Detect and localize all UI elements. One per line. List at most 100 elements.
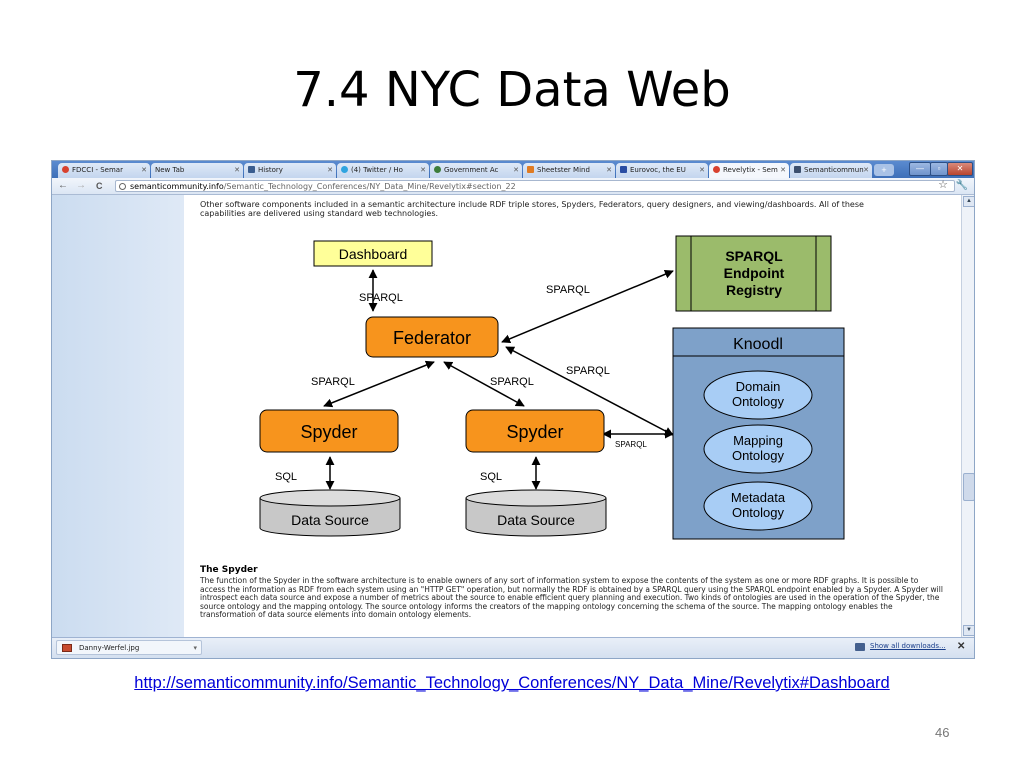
federator-registry-connector [501,269,674,344]
tab-eurovoc[interactable]: Eurovoc, the EU✕ [616,163,708,178]
left-panel [52,195,184,637]
federator-spyder-left-connector [323,360,435,408]
url-host: semanticommunity.info [130,182,224,191]
source-link[interactable]: http://semanticommunity.info/Semantic_Te… [134,674,890,692]
downloads-icon [855,643,865,651]
close-download-bar-icon[interactable]: ✕ [957,641,966,652]
intro-text: Other software components included in a … [200,200,864,218]
sparql-spyder-right-label: SPARQL [490,376,534,388]
federator-box [365,316,499,358]
section-heading: The Spyder [200,565,258,575]
red-circle-icon [713,166,720,173]
architecture-diagram: Dashboard Federator SPARQL Endpoint Regi… [259,235,845,540]
wrench-icon[interactable]: 🔧 [955,180,968,191]
scroll-down-icon[interactable]: ▼ [963,625,974,636]
tab-semanticommunity[interactable]: Semanticommun✕ [790,163,872,178]
dashboard-label: Dashboard [339,246,408,262]
scrollbar-thumb[interactable] [963,473,974,501]
mapping-ontology-ellipse [703,424,813,474]
forward-arrow-icon[interactable]: → [76,180,86,191]
domain-ontology-line2: Ontology [732,394,785,409]
sparql-spyder-knoodl-label: SPARQL [615,440,647,449]
datasource-right-cylinder [465,489,607,537]
federator-knoodl-connector [505,346,674,436]
maximize-button[interactable]: ▫ [930,162,948,176]
datasource-left-cylinder [259,489,401,537]
minimize-button[interactable]: — [909,162,931,176]
sql-right-label: SQL [480,471,502,483]
tab-government[interactable]: Government Ac✕ [430,163,522,178]
scroll-up-icon[interactable]: ▲ [963,196,974,207]
tab-fdcci[interactable]: FDCCI - Semar✕ [58,163,150,178]
download-filename: Danny-Werfel.jpg [79,644,140,652]
datasource-right-label: Data Source [497,512,575,528]
address-bar[interactable]: semanticommunity.info/Semantic_Technolog… [115,180,955,192]
download-bar: Danny-Werfel.jpg ▾ Show all downloads...… [52,637,974,658]
domain-ontology-line1: Domain [736,379,781,394]
dashboard-box [313,240,433,267]
twitter-bird-icon [341,166,348,173]
close-icon[interactable]: ✕ [699,166,705,174]
domain-ontology-ellipse [703,370,813,420]
tab-new-tab[interactable]: New Tab✕ [151,163,243,178]
page-number: 46 [935,725,950,740]
new-tab-button[interactable]: + [874,164,894,176]
close-icon[interactable]: ✕ [780,166,786,174]
metadata-ontology-line1: Metadata [731,490,786,505]
tab-sheetster[interactable]: Sheetster Mind✕ [523,163,615,178]
page-content: Other software components included in a … [184,195,961,637]
url-path: /Semantic_Technology_Conferences/NY_Data… [223,182,516,191]
browser-window: FDCCI - Semar✕ New Tab✕ History✕ (4) Twi… [51,160,975,659]
metadata-ontology-line2: Ontology [732,505,785,520]
tab-strip: FDCCI - Semar✕ New Tab✕ History✕ (4) Twi… [52,161,974,178]
knoodl-title: Knoodl [733,336,783,353]
section-text: The function of the Spyder in the softwa… [200,576,943,620]
reload-icon[interactable]: C [96,181,103,191]
chevron-down-icon[interactable]: ▾ [193,644,197,652]
close-icon[interactable]: ✕ [141,166,147,174]
sparql-registry-box [675,235,832,312]
tab-twitter[interactable]: (4) Twitter / Ho✕ [337,163,429,178]
registry-label-line2: Endpoint [724,265,785,281]
close-icon[interactable]: ✕ [234,166,240,174]
sparql-spyder-left-label: SPARQL [311,376,355,388]
metadata-ontology-ellipse [703,481,813,531]
tab-revelytix[interactable]: Revelytix - Sem✕ [709,163,789,178]
datasource-left-label: Data Source [291,512,369,528]
eurovoc-icon [620,166,627,173]
close-icon[interactable]: ✕ [420,166,426,174]
registry-label-line1: SPARQL [725,248,783,264]
spyder-left-box [259,409,399,453]
close-icon[interactable]: ✕ [606,166,612,174]
sparql-dashboard-label: SPARQL [359,292,403,304]
mapping-ontology-line1: Mapping [733,433,783,448]
sparql-knoodl-label: SPARQL [566,365,610,377]
history-icon [248,166,255,173]
sparql-registry-label: SPARQL [546,284,590,296]
page-icon [119,183,126,190]
download-item[interactable]: Danny-Werfel.jpg ▾ [56,640,202,655]
close-icon[interactable]: ✕ [863,166,869,174]
sql-left-label: SQL [275,471,297,483]
back-arrow-icon[interactable]: ← [58,180,68,191]
close-icon[interactable]: ✕ [513,166,519,174]
image-file-icon [62,644,72,652]
tab-history[interactable]: History✕ [244,163,336,178]
spyder-right-box [465,409,605,453]
bookmark-star-icon[interactable]: ☆ [938,179,948,191]
federator-spyder-right-connector [443,361,525,407]
close-icon[interactable]: ✕ [327,166,333,174]
close-window-button[interactable]: ✕ [947,162,973,176]
registry-label-line3: Registry [726,282,782,298]
grid-icon [794,166,801,173]
show-all-downloads-link[interactable]: Show all downloads... [870,642,946,650]
vertical-scrollbar[interactable]: ▲ ▼ [961,195,974,637]
spyder-left-label: Spyder [300,422,357,442]
globe-icon [434,166,441,173]
mapping-ontology-line2: Ontology [732,448,785,463]
federator-label: Federator [393,328,471,348]
browser-toolbar: ← → C semanticommunity.info/Semantic_Tec… [52,178,974,195]
spyder-right-label: Spyder [506,422,563,442]
red-circle-icon [62,166,69,173]
slide-title: 7.4 NYC Data Web [293,62,731,118]
